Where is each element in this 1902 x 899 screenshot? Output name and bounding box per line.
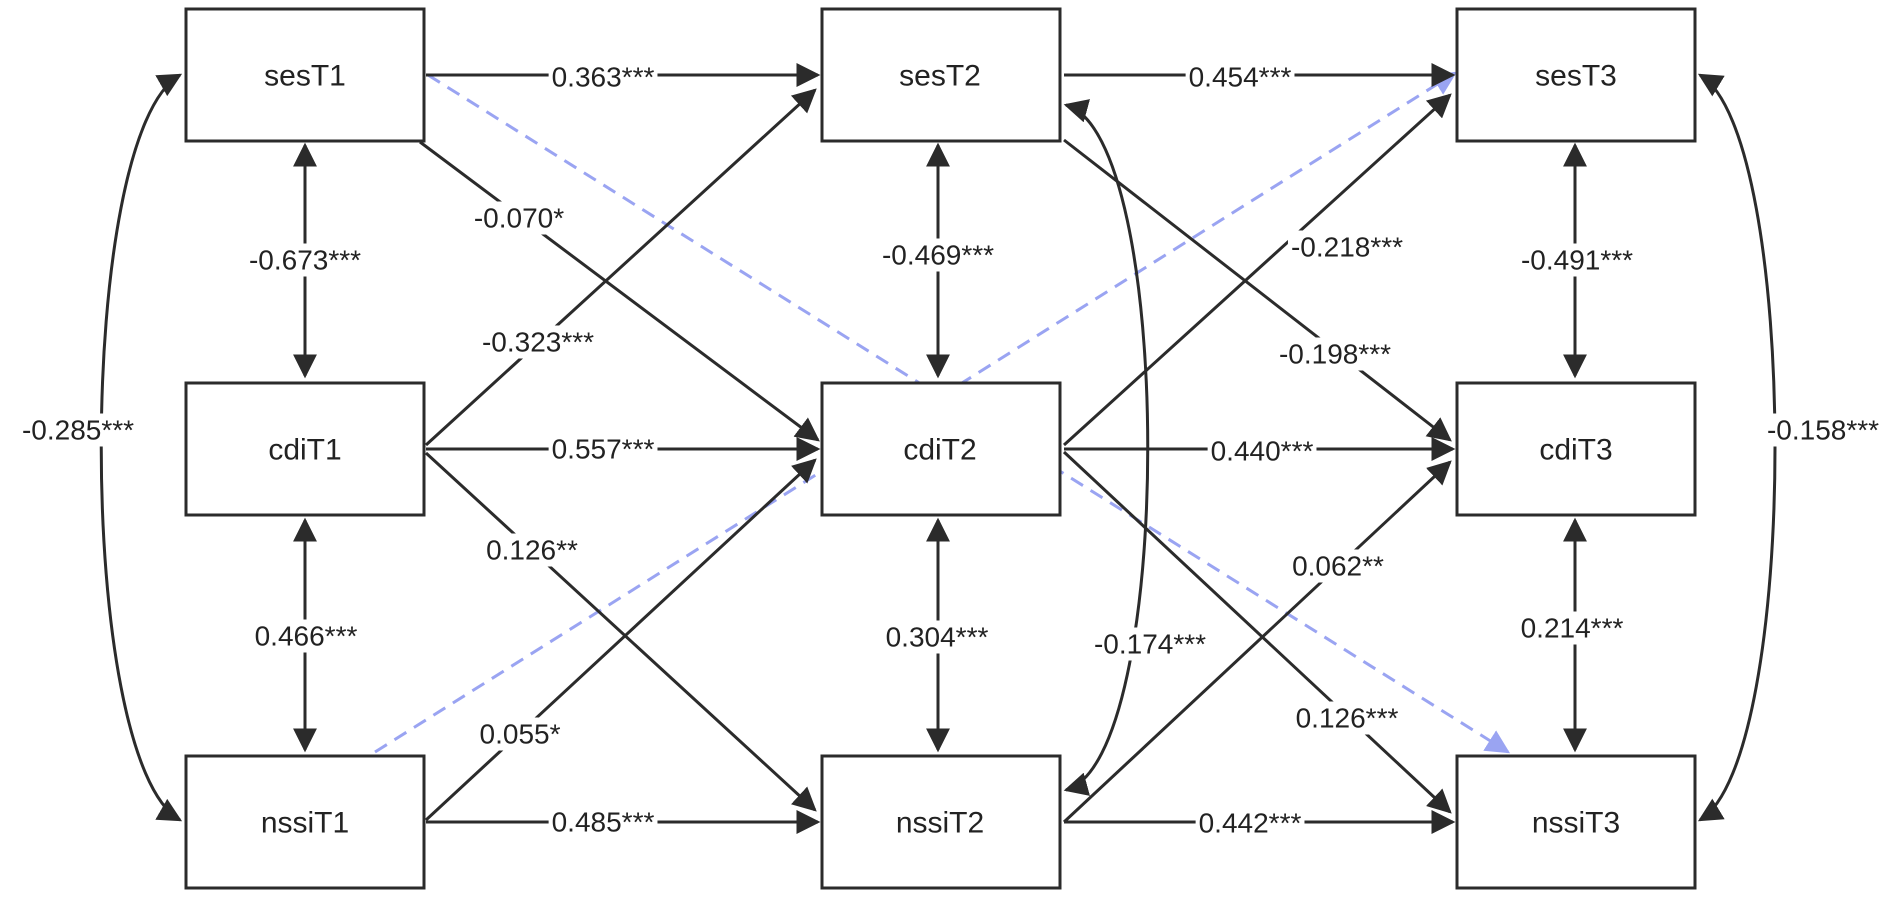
svg-text:-0.198***: -0.198*** <box>1279 339 1391 370</box>
svg-text:cdiT3: cdiT3 <box>1539 434 1612 467</box>
svg-text:0.485***: 0.485*** <box>552 807 655 838</box>
svg-text:0.442***: 0.442*** <box>1199 808 1302 839</box>
coef-cdiT3-nssiT3: 0.214*** <box>1517 611 1627 645</box>
path-sesT2-cdiT3 <box>1063 138 1452 442</box>
svg-text:-0.218***: -0.218*** <box>1291 232 1403 263</box>
dashed-path-sesT1-nssiT3 <box>427 73 1511 754</box>
svg-text:-0.285***: -0.285*** <box>22 415 134 446</box>
coef-cdiT1-cdiT2: 0.557*** <box>548 432 658 466</box>
svg-text:-0.323***: -0.323*** <box>482 327 594 358</box>
svg-text:-0.158***: -0.158*** <box>1767 415 1879 446</box>
coef-sesT2-sesT3: 0.454*** <box>1185 60 1295 94</box>
svg-text:0.126***: 0.126*** <box>1296 703 1399 734</box>
node-nssiT1: nssiT1 <box>184 754 426 890</box>
svg-text:0.454***: 0.454*** <box>1189 62 1292 93</box>
coef-sesT1-cdiT2: -0.070* <box>470 201 568 235</box>
node-sesT2: sesT2 <box>820 7 1062 143</box>
svg-text:-0.070*: -0.070* <box>474 203 564 234</box>
node-cdiT1: cdiT1 <box>184 381 426 517</box>
coef-cdiT2-nssiT2: 0.304*** <box>882 620 992 654</box>
coef-sesT2-cdiT2: -0.469*** <box>878 238 998 272</box>
path-cdiT1-nssiT2 <box>424 451 817 812</box>
cov-sesT3-nssiT3 <box>1697 73 1777 822</box>
cov-sesT1-nssiT1 <box>99 73 183 822</box>
coef-nssiT1-nssiT2: 0.485*** <box>548 805 658 839</box>
svg-text:0.055*: 0.055* <box>480 719 561 750</box>
svg-text:0.466***: 0.466*** <box>255 621 358 652</box>
path-cdiT2-nssiT3 <box>1062 450 1452 814</box>
path-cdiT1-sesT2 <box>424 88 817 447</box>
coef-cdiT2-sesT3: -0.218*** <box>1287 230 1407 264</box>
svg-text:nssiT1: nssiT1 <box>261 807 349 840</box>
svg-text:sesT3: sesT3 <box>1535 60 1617 93</box>
coef-sesT1-sesT2: 0.363*** <box>548 60 658 94</box>
svg-text:0.304***: 0.304*** <box>886 622 989 653</box>
path-cdiT2-sesT3 <box>1062 93 1452 447</box>
coef-cdiT2-cdiT3: 0.440*** <box>1207 434 1317 468</box>
node-sesT3: sesT3 <box>1455 7 1697 143</box>
svg-text:-0.673***: -0.673*** <box>249 245 361 276</box>
path-sesT1-cdiT2 <box>419 140 820 442</box>
svg-text:0.557***: 0.557*** <box>552 434 655 465</box>
coef-sesT3-nssiT3: -0.158*** <box>1763 413 1883 447</box>
node-nssiT3: nssiT3 <box>1455 754 1697 890</box>
svg-text:cdiT2: cdiT2 <box>903 434 976 467</box>
svg-text:0.214***: 0.214*** <box>1521 613 1624 644</box>
svg-text:0.062**: 0.062** <box>1292 551 1384 582</box>
svg-text:sesT1: sesT1 <box>264 60 346 93</box>
svg-text:nssiT2: nssiT2 <box>896 807 984 840</box>
coef-nssiT2-nssiT3: 0.442*** <box>1195 806 1305 840</box>
svg-text:sesT2: sesT2 <box>899 60 981 93</box>
node-sesT1: sesT1 <box>184 7 426 143</box>
path-nssiT1-cdiT2 <box>424 458 817 822</box>
svg-text:nssiT3: nssiT3 <box>1532 807 1620 840</box>
coef-cdiT1-nssiT2: 0.126** <box>483 533 582 567</box>
coef-cdiT1-sesT2: -0.323*** <box>478 325 598 359</box>
coef-sesT1-cdiT1: -0.673*** <box>245 243 365 277</box>
svg-text:-0.174***: -0.174*** <box>1094 629 1206 660</box>
path-nssiT2-cdiT3 <box>1062 460 1452 824</box>
cov-sesT2-nssiT2 <box>1063 99 1150 796</box>
svg-text:-0.469***: -0.469*** <box>882 240 994 271</box>
coef-nssiT1-cdiT2: 0.055* <box>476 717 564 751</box>
node-cdiT3: cdiT3 <box>1455 381 1697 517</box>
coef-sesT2-nssiT2: -0.174*** <box>1090 627 1210 661</box>
node-nssiT2: nssiT2 <box>820 754 1062 890</box>
svg-text:cdiT1: cdiT1 <box>268 434 341 467</box>
coef-sesT3-cdiT3: -0.491*** <box>1517 243 1637 277</box>
node-cdiT2: cdiT2 <box>820 381 1062 517</box>
svg-text:0.126**: 0.126** <box>486 535 578 566</box>
dashed-path-nssiT1-sesT3 <box>374 71 1458 754</box>
coef-cdiT2-nssiT3: 0.126*** <box>1292 701 1402 735</box>
coef-sesT1-nssiT1: -0.285*** <box>18 413 138 447</box>
svg-text:0.363***: 0.363*** <box>552 62 655 93</box>
coef-nssiT2-cdiT3: 0.062** <box>1289 549 1388 583</box>
svg-text:-0.491***: -0.491*** <box>1521 245 1633 276</box>
coef-sesT2-cdiT3: -0.198*** <box>1275 337 1395 371</box>
coef-cdiT1-nssiT1: 0.466*** <box>251 619 361 653</box>
svg-text:0.440***: 0.440*** <box>1211 436 1314 467</box>
